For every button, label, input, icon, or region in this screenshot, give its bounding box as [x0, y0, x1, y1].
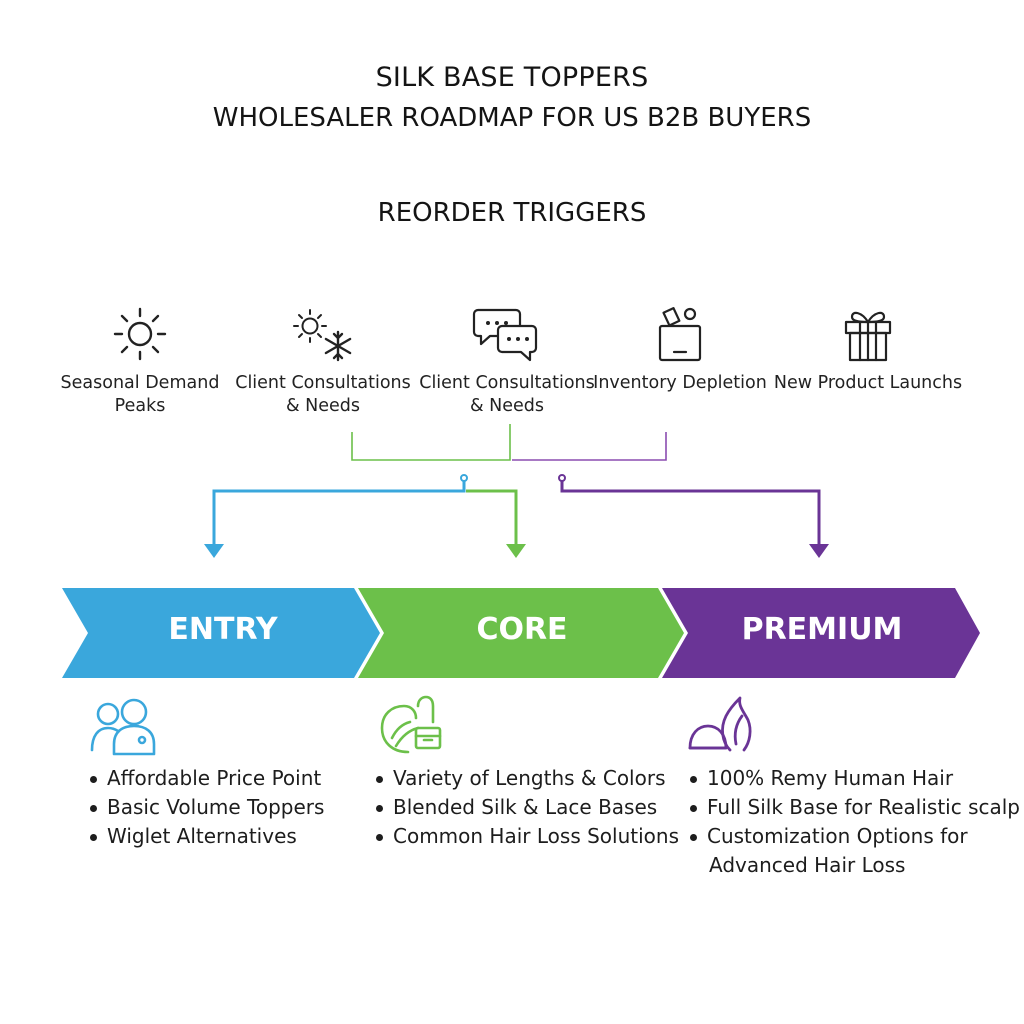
- list-item: 100% Remy Human Hair: [690, 764, 1020, 793]
- page-subtitle: WHOLESALER ROADMAP FOR US B2B BUYERS: [212, 103, 812, 133]
- trigger-seasonal-demand: Seasonal Demand Peaks: [45, 300, 235, 418]
- chat-bubbles-icon: [412, 300, 602, 368]
- list-item: Affordable Price Point: [90, 764, 324, 793]
- page-title: SILK BASE TOPPERS: [375, 62, 649, 93]
- arrowhead-core: [506, 544, 526, 558]
- connector-node-purple: [558, 474, 566, 482]
- connector-node-blue: [460, 474, 468, 482]
- tier-label-core: CORE: [476, 612, 568, 647]
- trigger-new-product-launches: New Product Launchs: [773, 300, 963, 395]
- section-heading-reorder-triggers: REORDER TRIGGERS: [377, 198, 647, 228]
- arrowhead-entry: [204, 544, 224, 558]
- sun-snowflake-icon: [228, 300, 418, 368]
- list-item: Wiglet Alternatives: [90, 822, 324, 851]
- trigger-bracket-green: [351, 424, 511, 461]
- trigger-label-line2: & Needs: [469, 396, 545, 416]
- inventory-box-icon: [585, 300, 775, 368]
- tier-label-premium: PREMIUM: [741, 612, 903, 647]
- trigger-label-line1: Seasonal Demand: [60, 373, 220, 393]
- trigger-bracket-purple: [512, 432, 667, 461]
- hair-bag-icon: [378, 694, 444, 763]
- tier-bullets-premium: 100% Remy Human Hair Full Silk Base for …: [690, 764, 1020, 880]
- list-item: Blended Silk & Lace Bases: [376, 793, 679, 822]
- trigger-label-line2: & Needs: [285, 396, 361, 416]
- tier-chevron-premium: [662, 588, 980, 678]
- trigger-inventory-depletion: Inventory Depletion: [585, 300, 775, 395]
- list-item: Full Silk Base for Realistic scalp: [690, 793, 1020, 822]
- trigger-label-line1: Client Consultations: [235, 373, 411, 393]
- trigger-label-line1: Client Consultations: [419, 373, 595, 393]
- hair-piece-icon: [686, 694, 756, 763]
- trigger-label-line1: Inventory Depletion: [593, 373, 767, 393]
- tier-label-entry: ENTRY: [168, 612, 278, 647]
- people-icon: [88, 694, 162, 763]
- trigger-client-consultations-1: Client Consultations & Needs: [228, 300, 418, 418]
- trigger-label-line2: Peaks: [114, 396, 166, 416]
- sun-icon: [45, 300, 235, 368]
- tier-chevron-entry: [62, 588, 380, 678]
- connector-to-premium: [560, 478, 821, 545]
- trigger-client-consultations-2: Client Consultations & Needs: [412, 300, 602, 418]
- tier-bullets-core: Variety of Lengths & Colors Blended Silk…: [376, 764, 679, 851]
- connector-to-entry: [212, 478, 466, 545]
- arrowhead-premium: [809, 544, 829, 558]
- list-item: Customization Options for: [690, 822, 1020, 851]
- tier-chevron-core: [358, 588, 684, 678]
- gift-icon: [773, 300, 963, 368]
- list-item: Basic Volume Toppers: [90, 793, 324, 822]
- list-item-continuation: Advanced Hair Loss: [709, 853, 906, 877]
- list-item: Common Hair Loss Solutions: [376, 822, 679, 851]
- trigger-label-line1: New Product Launchs: [773, 373, 963, 393]
- connector-to-core: [466, 489, 518, 545]
- tier-bullets-entry: Affordable Price Point Basic Volume Topp…: [90, 764, 324, 851]
- list-item: Variety of Lengths & Colors: [376, 764, 679, 793]
